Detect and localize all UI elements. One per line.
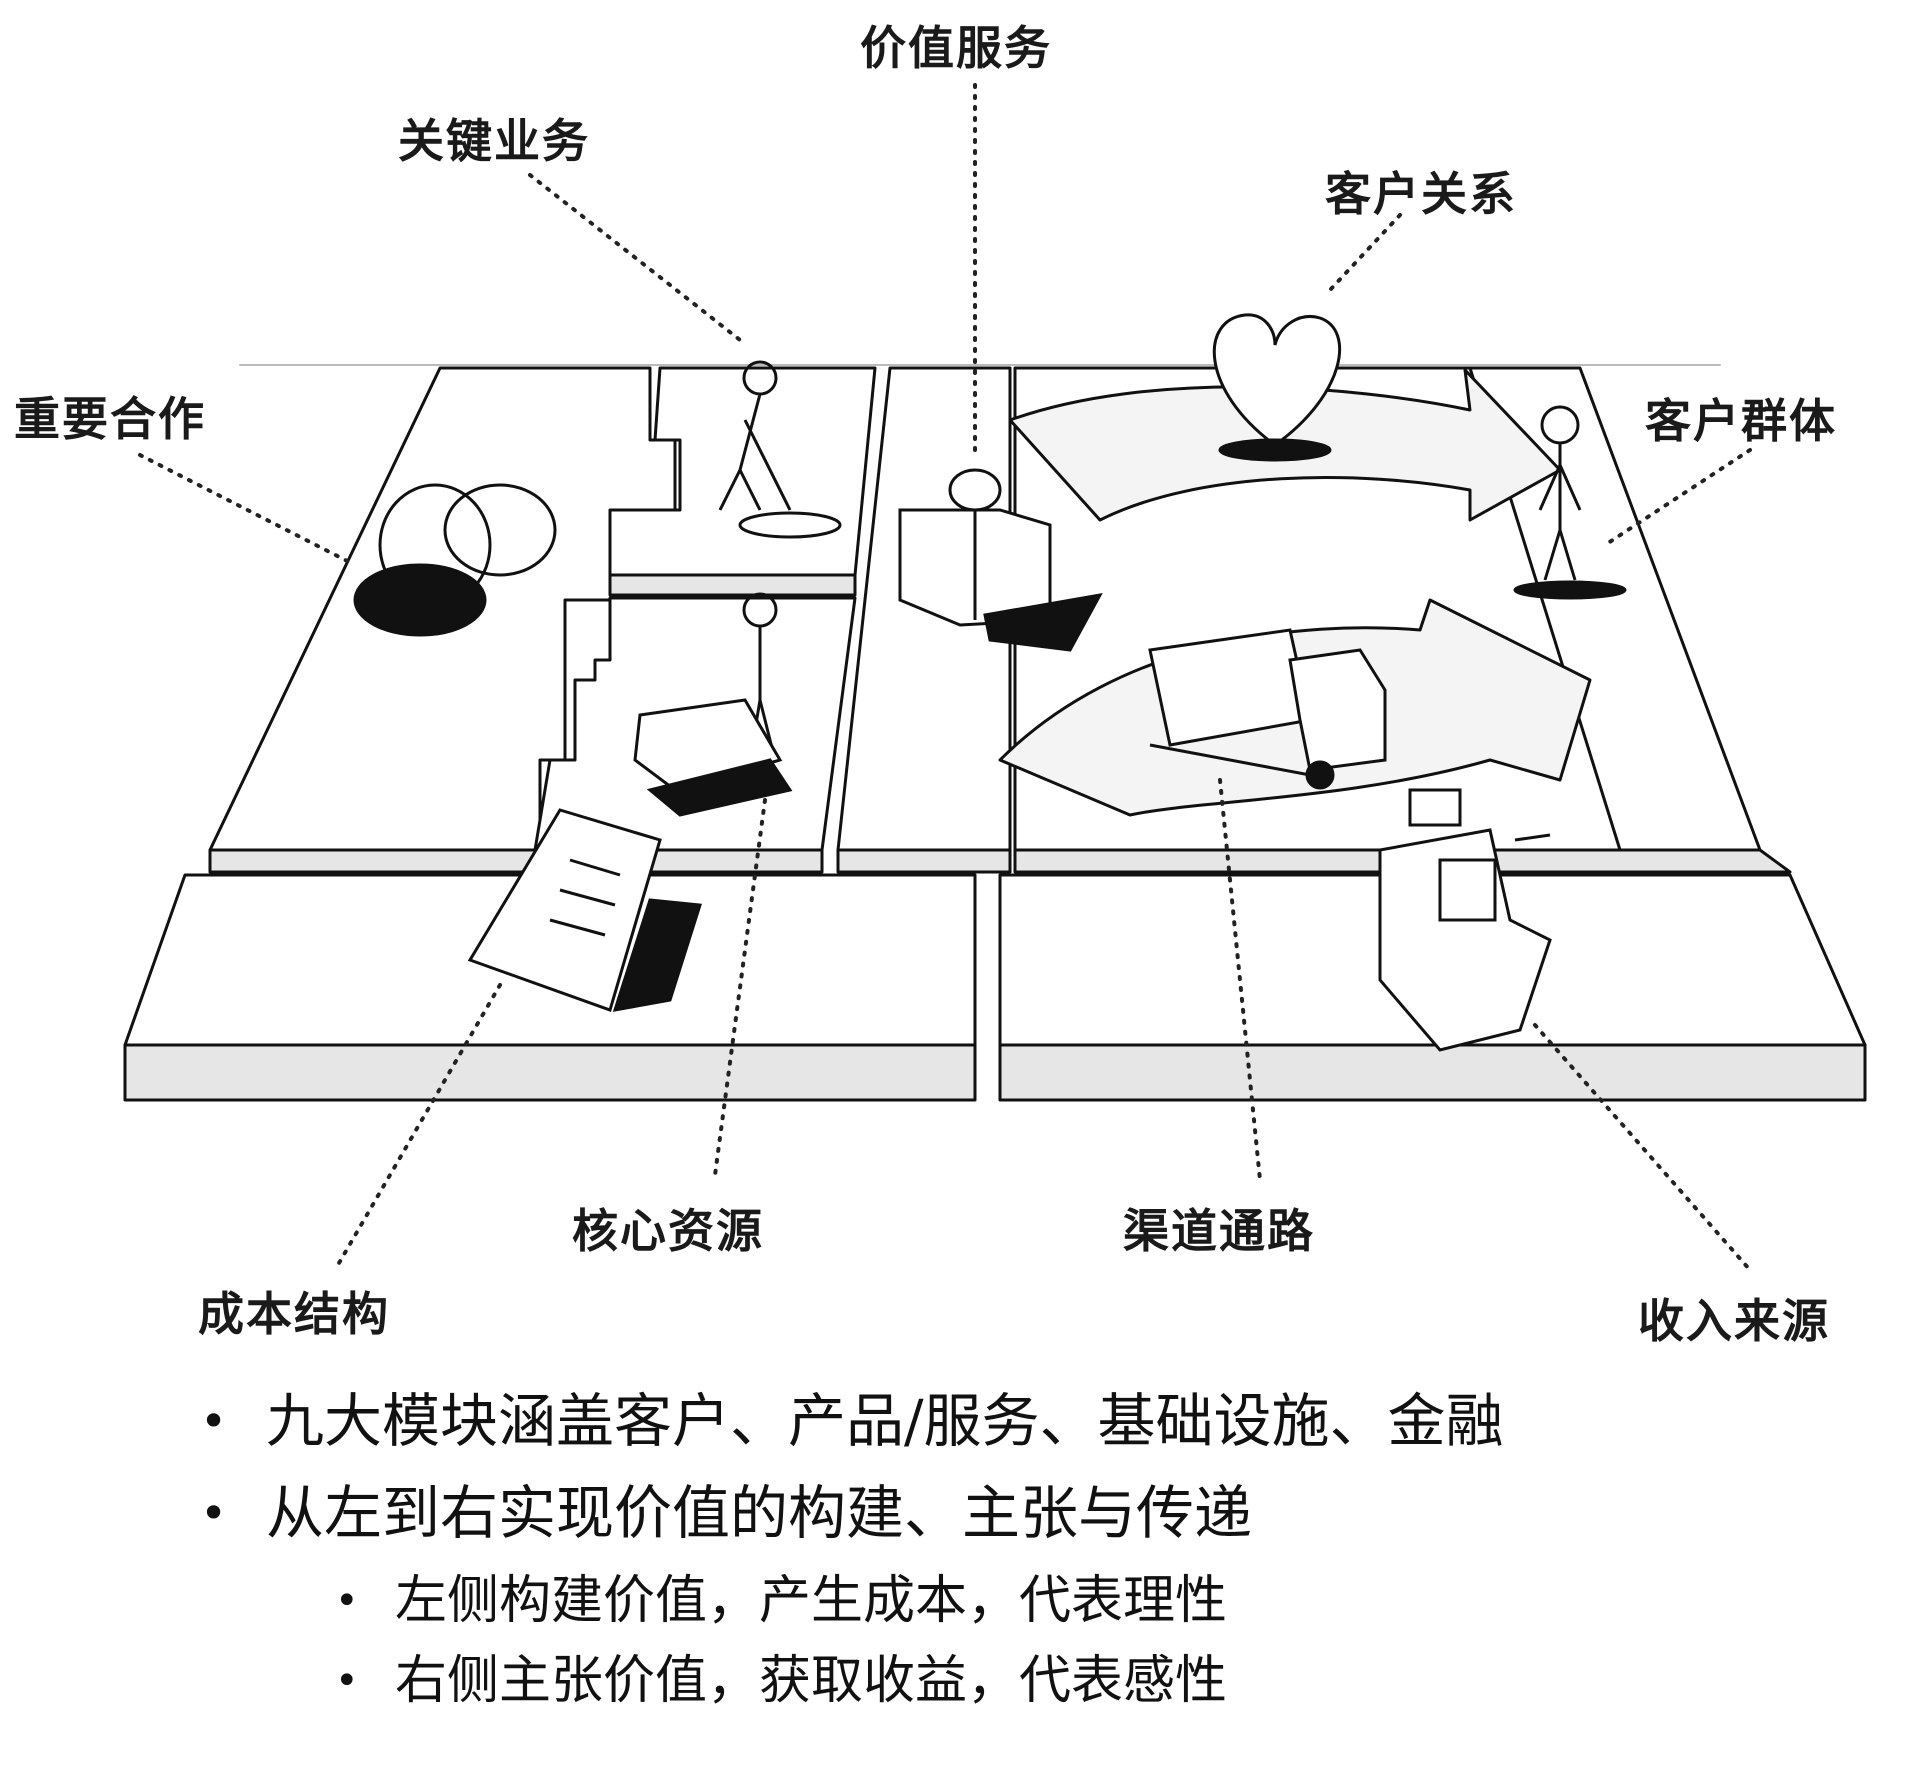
leader-resources (713, 798, 767, 1177)
bullet-text: 九大模块涵盖客户、产品/服务、基础设施、金融 (266, 1387, 1504, 1455)
label-key-resources: 核心资源 (572, 1204, 764, 1258)
business-model-canvas (123, 83, 1867, 1272)
sub-bullet-text: 左侧构建价值，产生成本，代表理性 (395, 1571, 1228, 1631)
leader-relationships (1328, 213, 1402, 292)
truck-icon (1148, 628, 1387, 790)
bullet-dot: • (335, 1658, 359, 1704)
person-icon (1513, 405, 1627, 600)
label-revenue-streams: 收入来源 (1638, 1294, 1830, 1348)
label-customer-segments: 客户群体 (1645, 394, 1837, 448)
label-key-partners: 重要合作 (14, 392, 206, 446)
leader-channels (1218, 778, 1262, 1182)
bullet-dot: • (335, 1578, 359, 1624)
label-value-propositions: 价值服务 (860, 21, 1052, 75)
sub-bullet-item: • 右侧主张价值，获取收益，代表感性 (190, 1649, 1890, 1729)
sub-bullet-text: 右侧主张价值，获取收益，代表感性 (395, 1651, 1228, 1711)
leader-cost (333, 983, 502, 1272)
digging-person-icon (718, 360, 842, 539)
key-activities-block (608, 366, 877, 597)
bullet-dot: • (200, 1394, 228, 1448)
bullet-item: • 从左到右实现价值的构建、主张与传递 (190, 1477, 1890, 1569)
leader-partners (138, 453, 357, 567)
leader-segments (1603, 448, 1752, 547)
leader-revenue (1533, 1023, 1752, 1272)
bullet-item: • 九大模块涵盖客户、产品/服务、基础设施、金融 (190, 1385, 1890, 1477)
label-channels: 渠道通路 (1123, 1204, 1315, 1258)
bullet-list: • 九大模块涵盖客户、产品/服务、基础设施、金融 • 从左到右实现价值的构建、主… (190, 1385, 1890, 1729)
label-customer-relationships: 客户关系 (1325, 167, 1517, 221)
invoice-icon (467, 808, 702, 1012)
worker-with-box-icon (633, 592, 793, 817)
gift-box-icon (898, 468, 1103, 652)
bullet-dot: • (200, 1486, 228, 1540)
bullet-text: 从左到右实现价值的构建、主张与传递 (266, 1479, 1253, 1547)
heart-icon (1212, 313, 1342, 462)
sub-bullet-item: • 左侧构建价值，产生成本，代表理性 (190, 1569, 1890, 1649)
rings-icon (353, 483, 557, 637)
label-key-activities: 关键业务 (398, 114, 590, 168)
cash-register-icon (1378, 788, 1552, 1052)
leader-activities (528, 173, 742, 342)
label-cost-structure: 成本结构 (198, 1287, 390, 1341)
